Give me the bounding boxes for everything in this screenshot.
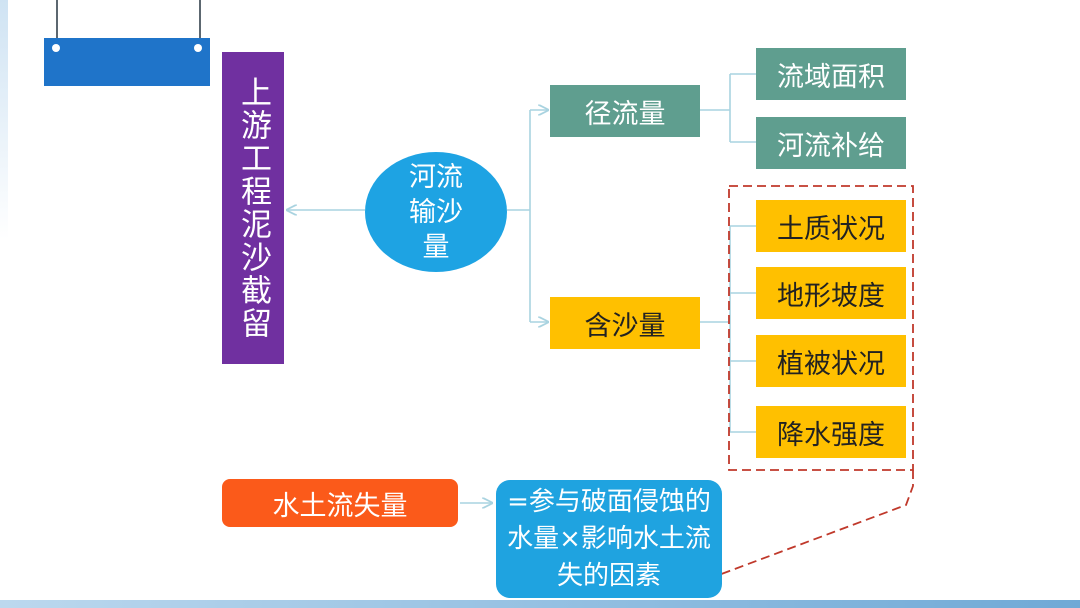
left-accent-strip xyxy=(0,0,8,240)
sign-hole-right xyxy=(194,44,202,52)
runoff-box: 径流量 xyxy=(550,85,700,137)
footer-accent-bar xyxy=(0,600,1080,608)
factor-terrain-slope: 地形坡度 xyxy=(756,267,906,319)
soil-loss-box: 水土流失量 xyxy=(222,479,458,527)
soil-loss-formula-box: =参与破面侵蚀的水量×影响水土流失的因素 xyxy=(496,480,722,598)
factor-basin-area: 流域面积 xyxy=(756,48,906,100)
soil-loss-formula-text: =参与破面侵蚀的水量×影响水土流失的因素 xyxy=(507,486,711,591)
river-sediment-hub: 河流输沙量 xyxy=(365,152,507,272)
sign-hole-left xyxy=(52,44,60,52)
dashed-callout-line xyxy=(699,470,914,583)
factor-river-supply: 河流补给 xyxy=(756,117,906,169)
dashed-factor-frame xyxy=(728,185,914,471)
hanging-sign-board xyxy=(44,38,210,86)
sign-string-right xyxy=(199,0,201,42)
factor-precipitation: 降水强度 xyxy=(756,406,906,458)
hub-label: 河流输沙量 xyxy=(409,161,463,263)
upstream-sediment-box: 上游工程泥沙截留 xyxy=(222,52,284,364)
sign-string-left xyxy=(56,0,58,42)
factor-soil-condition: 土质状况 xyxy=(756,200,906,252)
sediment-concentration-box: 含沙量 xyxy=(550,297,700,349)
factor-vegetation: 植被状况 xyxy=(756,335,906,387)
